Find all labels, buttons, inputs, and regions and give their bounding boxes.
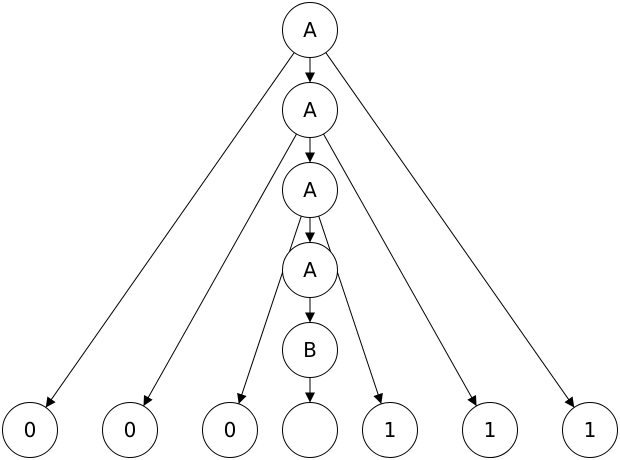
node-circle <box>2 402 58 458</box>
edge-n2-to-l2 <box>143 133 297 407</box>
node-label: 1 <box>484 418 497 442</box>
node-label: 1 <box>384 418 397 442</box>
node-n3: A <box>282 162 338 218</box>
node-circle <box>102 402 158 458</box>
node-circle <box>362 402 418 458</box>
node-l1: 0 <box>2 402 58 458</box>
node-circle <box>282 162 338 218</box>
node-label: A <box>303 258 317 282</box>
node-label: A <box>303 98 317 122</box>
edge-n1-to-l1 <box>45 52 295 408</box>
node-label: A <box>303 18 317 42</box>
node-l5: 1 <box>362 402 418 458</box>
node-circle <box>282 82 338 138</box>
node-n4: A <box>282 242 338 298</box>
node-label: 0 <box>224 418 237 442</box>
node-l3: 0 <box>202 402 258 458</box>
node-n5: B <box>282 322 338 378</box>
node-l4 <box>282 402 338 458</box>
edge-n3-to-l5 <box>318 215 383 405</box>
node-circle <box>282 402 338 458</box>
edges <box>45 52 575 408</box>
node-circle <box>282 322 338 378</box>
node-label: 1 <box>584 418 597 442</box>
node-l7: 1 <box>562 402 618 458</box>
node-circle <box>462 402 518 458</box>
node-label: A <box>303 178 317 202</box>
node-l6: 1 <box>462 402 518 458</box>
node-n2: A <box>282 82 338 138</box>
edge-n1-to-l7 <box>325 52 575 408</box>
edge-n3-to-l3 <box>237 215 302 405</box>
node-label: 0 <box>24 418 37 442</box>
edge-n2-to-l6 <box>323 133 477 407</box>
node-circle <box>562 402 618 458</box>
node-label: B <box>303 338 317 362</box>
node-circle <box>282 2 338 58</box>
node-l2: 0 <box>102 402 158 458</box>
node-n1: A <box>282 2 338 58</box>
node-circle <box>202 402 258 458</box>
node-circle <box>282 242 338 298</box>
node-label: 0 <box>124 418 137 442</box>
